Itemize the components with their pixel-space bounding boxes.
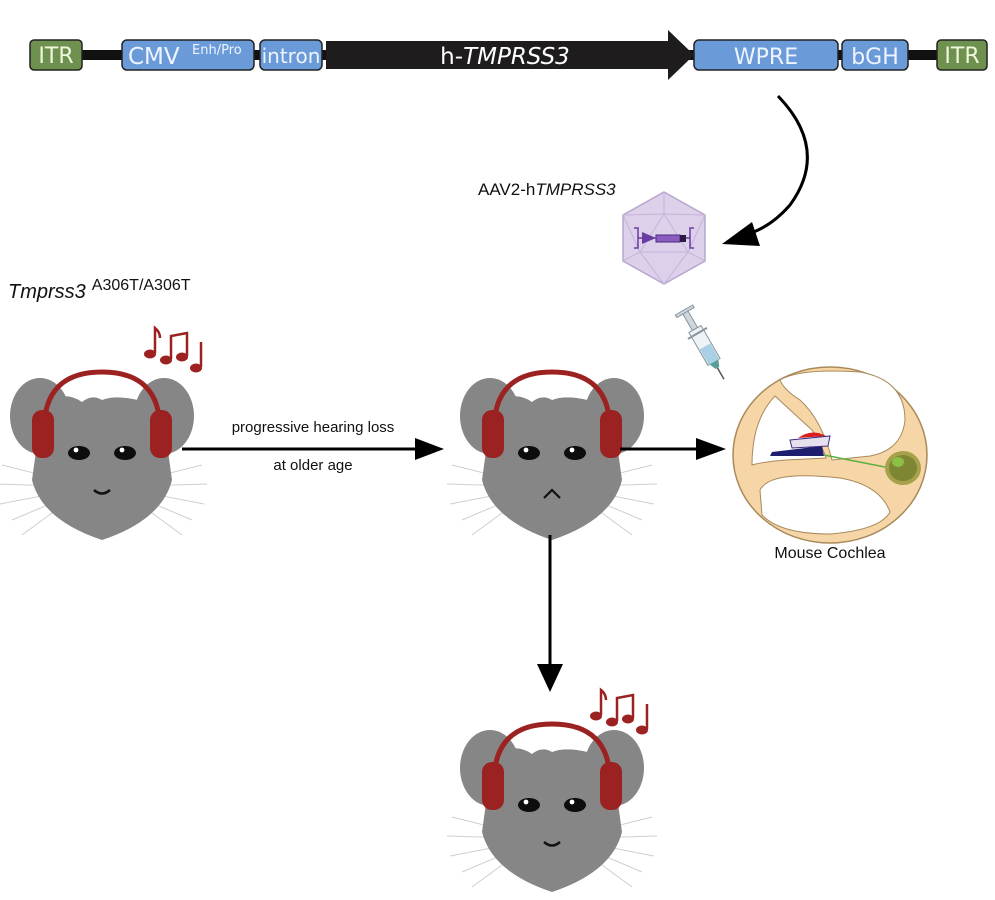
gene-label: h-TMPRSS3 (440, 44, 570, 70)
organ-of-corti (770, 432, 831, 456)
music-notes-icon (142, 326, 204, 374)
spiral-ganglion (885, 451, 921, 485)
left-itr-element: ITR (29, 39, 83, 71)
mouse-hearing-loss (447, 372, 657, 540)
intron-label: intron (262, 44, 321, 68)
bgh-element: bGH (841, 39, 909, 71)
aav-construct: ITR CMV Enh/Pro intron h-TMPRSS3 WPRE bG… (29, 30, 988, 80)
transition-line2: at older age (273, 457, 352, 474)
frown-mouth (543, 488, 561, 499)
capsid-genome-icon (634, 227, 694, 249)
transition-line1: progressive hearing loss (232, 419, 395, 436)
mouse-hearing (0, 372, 207, 540)
aav-capsid-icon (622, 191, 706, 285)
right-itr-element: ITR (936, 39, 988, 71)
treatment-arrow (620, 438, 726, 460)
vector-label: AAV2-hTMPRSS3 (478, 180, 616, 199)
cochlea-label: Mouse Cochlea (774, 545, 885, 562)
promoter-label: CMV (128, 44, 180, 70)
gene-arrow-element: h-TMPRSS3 (326, 30, 694, 80)
music-notes-icon (588, 688, 650, 736)
syringe-icon (674, 304, 725, 380)
cochlea-cross-section (732, 366, 928, 544)
promoter-element: CMV Enh/Pro (121, 39, 255, 71)
rescue-arrow (537, 535, 563, 692)
intron-element: intron (259, 39, 323, 71)
packaging-arrowhead (722, 222, 760, 246)
gene-arrow-shape (326, 30, 694, 80)
progression-arrow (182, 438, 444, 460)
right-itr-label: ITR (944, 44, 979, 69)
left-itr-label: ITR (38, 44, 73, 69)
bgh-label: bGH (851, 45, 899, 70)
packaging-arrow (722, 94, 809, 246)
nerve-fiber (823, 454, 891, 469)
promoter-superscript: Enh/Pro (192, 43, 242, 58)
wpre-label: WPRE (734, 45, 798, 70)
mouse-restored (447, 724, 657, 892)
wpre-element: WPRE (693, 39, 839, 71)
smile-mouth (93, 489, 111, 495)
smile-mouth (543, 841, 561, 847)
